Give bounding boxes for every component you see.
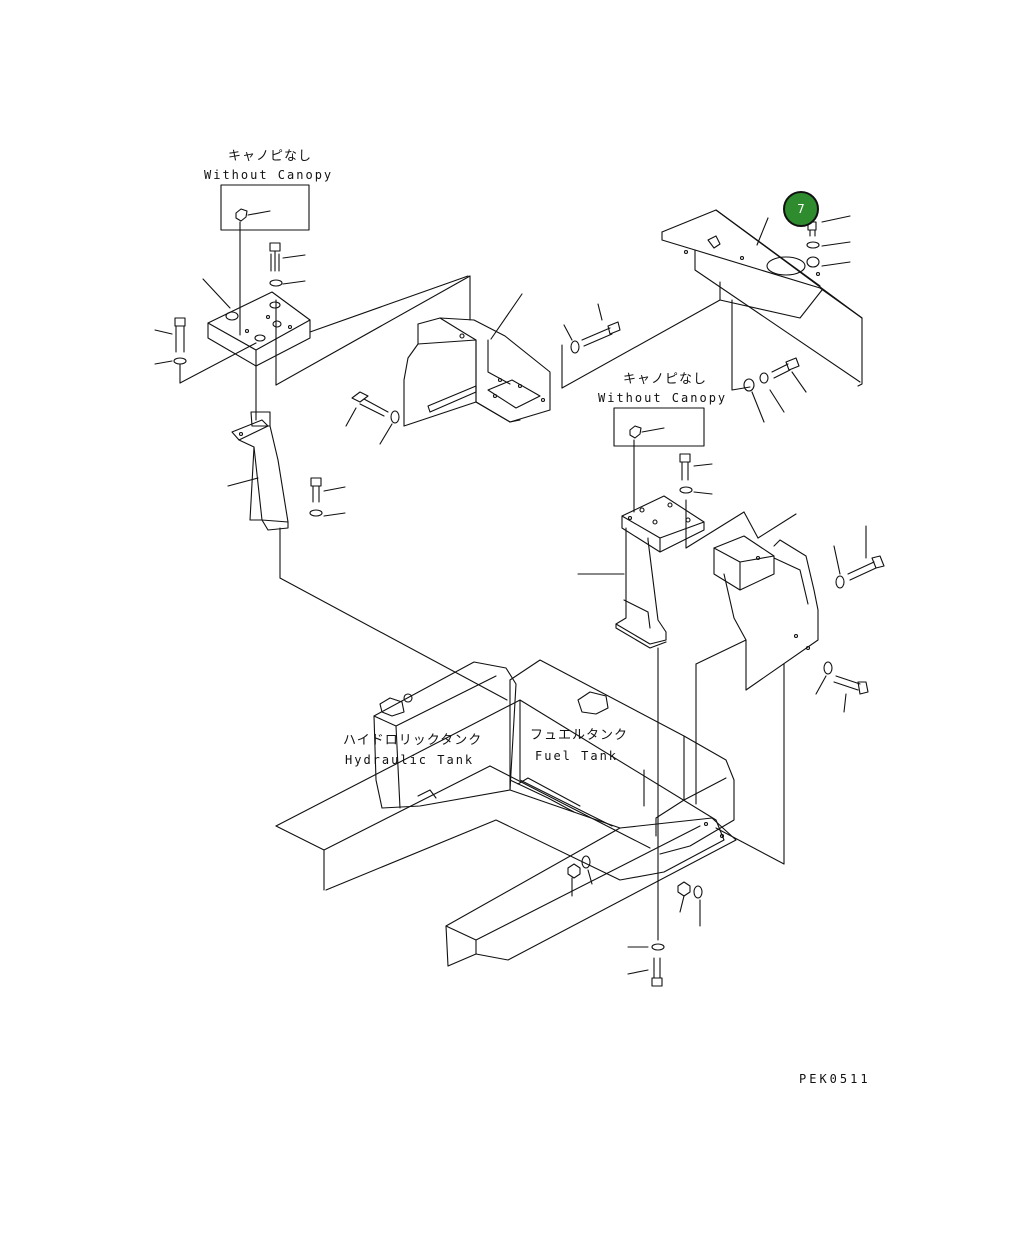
fuel-tank-label-jp: フュエルタンク	[530, 728, 629, 743]
part-callout-badge[interactable]: 7	[783, 191, 819, 227]
left-mount-plate	[154, 242, 311, 421]
no-canopy-inset-right	[613, 407, 705, 513]
no-canopy-label-jp-right: キャノピなし	[623, 372, 708, 387]
hydraulic-tank-label-en: Hydraulic Tank	[345, 753, 475, 767]
right-column-bracket	[577, 453, 759, 941]
no-canopy-label-jp-left: キャノピなし	[228, 149, 313, 164]
no-canopy-label-en-left: Without Canopy	[204, 168, 334, 182]
drawing-code: PEK0511	[799, 1072, 871, 1086]
no-canopy-inset-left	[220, 184, 310, 336]
lower-frame-tanks	[275, 659, 737, 987]
no-canopy-label-en-right: Without Canopy	[598, 391, 728, 405]
right-hinge-bracket	[695, 513, 885, 865]
hydraulic-tank-label-jp: ハイドロリックタンク	[343, 733, 483, 748]
left-vertical-bracket	[227, 411, 508, 701]
upper-right-cover	[661, 209, 863, 423]
center-side-panel	[345, 293, 721, 445]
fuel-tank-label-en: Fuel Tank	[535, 749, 619, 763]
leader-lines-upper	[275, 275, 471, 386]
